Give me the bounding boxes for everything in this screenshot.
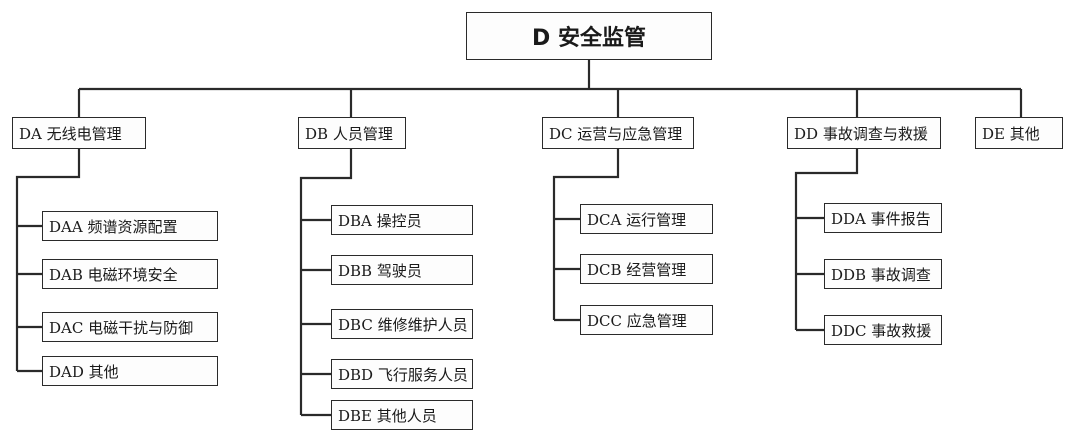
leaf-dab-label: DAB 电磁环境安全 xyxy=(49,265,178,284)
leaf-dcb: DCB 经营管理 xyxy=(580,254,713,284)
category-da: DA 无线电管理 xyxy=(12,117,146,149)
leaf-dcb-label: DCB 经营管理 xyxy=(587,260,687,279)
leaf-dbb: DBB 驾驶员 xyxy=(331,255,473,285)
category-dc: DC 运营与应急管理 xyxy=(542,117,694,149)
leaf-daa-label: DAA 频谱资源配置 xyxy=(49,217,178,236)
leaf-dcc: DCC 应急管理 xyxy=(580,305,713,335)
leaf-dbe: DBE 其他人员 xyxy=(331,400,473,430)
leaf-ddc: DDC 事故救援 xyxy=(824,315,942,345)
category-dd: DD 事故调查与救援 xyxy=(787,117,941,149)
leaf-dda-label: DDA 事件报告 xyxy=(831,209,931,228)
leaf-dca: DCA 运行管理 xyxy=(580,204,713,234)
leaf-dca-label: DCA 运行管理 xyxy=(587,210,687,229)
leaf-daa: DAA 频谱资源配置 xyxy=(42,211,218,241)
leaf-ddc-label: DDC 事故救援 xyxy=(831,321,932,340)
root-node-label: D 安全监管 xyxy=(532,26,646,51)
leaf-dbc-label: DBC 维修维护人员 xyxy=(338,315,468,334)
leaf-ddb: DDB 事故调查 xyxy=(824,259,942,289)
leaf-dda: DDA 事件报告 xyxy=(824,203,942,233)
category-da-label: DA 无线电管理 xyxy=(19,124,122,143)
leaf-dbe-label: DBE 其他人员 xyxy=(338,406,437,425)
leaf-ddb-label: DDB 事故调查 xyxy=(831,265,931,284)
leaf-dad-label: DAD 其他 xyxy=(49,362,119,381)
category-dc-label: DC 运营与应急管理 xyxy=(549,124,683,143)
category-de: DE 其他 xyxy=(975,117,1063,149)
leaf-dba-label: DBA 操控员 xyxy=(338,211,422,230)
leaf-dba: DBA 操控员 xyxy=(331,205,473,235)
leaf-dad: DAD 其他 xyxy=(42,356,218,386)
leaf-dac: DAC 电磁干扰与防御 xyxy=(42,312,218,342)
category-de-label: DE 其他 xyxy=(982,124,1040,143)
category-dd-label: DD 事故调查与救援 xyxy=(794,124,928,143)
leaf-dbc: DBC 维修维护人员 xyxy=(331,309,473,339)
category-db-label: DB 人员管理 xyxy=(305,124,393,143)
leaf-dbd-label: DBD 飞行服务人员 xyxy=(338,365,468,384)
root-node: D 安全监管 xyxy=(466,12,712,60)
leaf-dac-label: DAC 电磁干扰与防御 xyxy=(49,318,194,337)
leaf-dcc-label: DCC 应急管理 xyxy=(587,311,687,330)
leaf-dbb-label: DBB 驾驶员 xyxy=(338,261,422,280)
category-db: DB 人员管理 xyxy=(298,117,406,149)
leaf-dab: DAB 电磁环境安全 xyxy=(42,259,218,289)
leaf-dbd: DBD 飞行服务人员 xyxy=(331,359,473,389)
